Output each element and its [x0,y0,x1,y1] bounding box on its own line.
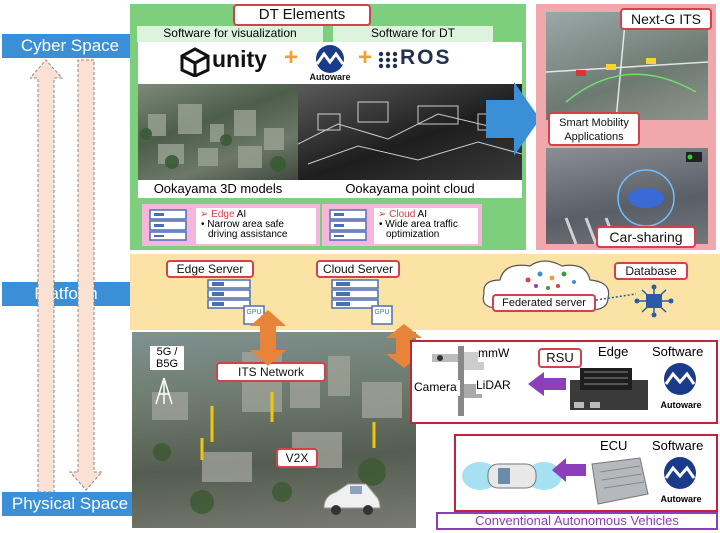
vehicle-sensing-icon [462,462,562,490]
autoware-logo-icon [315,45,345,73]
edge-device-label: Edge [598,344,629,359]
cloud-ai-title-suffix: AI [415,209,427,220]
autonomous-car-photo [323,483,381,515]
cloud-gpu-label: GPU [374,309,390,316]
rsu-label: RSU [538,348,582,368]
5g-b5g-label: 5G / B5G [150,346,184,370]
ecu-device-photo [591,457,649,505]
ros-label: ROS [400,46,452,69]
cyber-space-label: Cyber Space [2,34,138,58]
edge-its-arrow [250,310,286,366]
edge-ai-bullet-text: Narrow area safe driving assistance [207,219,288,240]
to-applications-arrow [486,82,540,156]
conventional-vehicles-label: Conventional Autonomous Vehicles [436,512,718,530]
ookayama-3d-caption: Ookayama 3D models [138,180,298,198]
camera-label: Camera [414,380,460,396]
rsu-purple-arrow [528,372,566,396]
federated-server-label: Federated server [492,294,596,312]
edge-ai-title-prefix: Edge [211,209,235,220]
cloud-ai-title-prefix: Cloud [389,209,416,220]
ookayama-point-cloud-image [298,84,522,180]
cloud-ai-bullet-text: Wide area traffic optimization [385,219,458,240]
edge-device-photo [570,368,648,410]
rsu-software-label: Software [652,344,704,359]
vehicle-autoware-label: Autoware [660,494,702,504]
vehicle-purple-arrow [552,458,586,482]
next-g-its-label: Next-G ITS [620,8,712,30]
physical-space-label: Physical Space [2,492,138,516]
cloud-server-icon [331,279,393,325]
vehicle-autoware-icon [664,457,696,489]
rsu-autoware-label: Autoware [660,400,702,410]
cloud-ai-server-icon [329,209,367,241]
v2x-label: V2X [276,448,318,468]
cloud-server-label: Cloud Server [316,260,400,278]
smart-mobility-label: Smart Mobility Applications [548,112,640,146]
database-label: Database [614,262,688,280]
cyber-physical-arrows [30,59,104,493]
edge-gpu-label: GPU [246,309,262,316]
plus-sign-1: + [284,44,299,71]
vehicle-software-label: Software [652,438,704,453]
ros-dots-icon [378,51,398,69]
lidar-label: LiDAR [476,378,516,394]
car-sharing-label: Car-sharing [596,226,696,248]
software-dt-label: Software for DT [333,26,493,42]
plus-sign-2: + [358,44,373,71]
cloud-ai-text: ➢ Cloud AI • Wide area traffic optimizat… [374,208,478,244]
edge-ai-text: ➢ Edge AI • Narrow area safe driving ass… [196,208,316,244]
mmw-label: mmW [478,346,518,362]
ookayama-3d-model-image [138,84,298,180]
edge-server-label: Edge Server [166,260,254,278]
software-visualization-label: Software for visualization [137,26,323,42]
federated-database-connector [596,293,636,301]
next-g-its-image [545,11,709,121]
ookayama-cloud-caption: Ookayama point cloud [298,180,522,198]
dt-elements-title: DT Elements [233,4,371,26]
edge-ai-bullet: • Narrow area safe driving assistance [201,219,288,240]
cloud-ai-bullet: • Wide area traffic optimization [379,219,458,240]
database-icon [634,284,674,318]
rsu-autoware-icon [664,363,696,395]
autoware-label: Autoware [309,72,351,82]
cloud-ai-title: ➢ Cloud AI [378,209,427,220]
antenna-icon [155,377,173,405]
edge-ai-title: ➢ Edge AI [200,209,247,220]
unity-logo-icon [180,47,210,77]
ecu-label: ECU [600,438,628,453]
unity-label: unity [212,46,267,72]
edge-ai-server-icon [149,209,187,241]
edge-ai-title-suffix: AI [234,209,247,220]
